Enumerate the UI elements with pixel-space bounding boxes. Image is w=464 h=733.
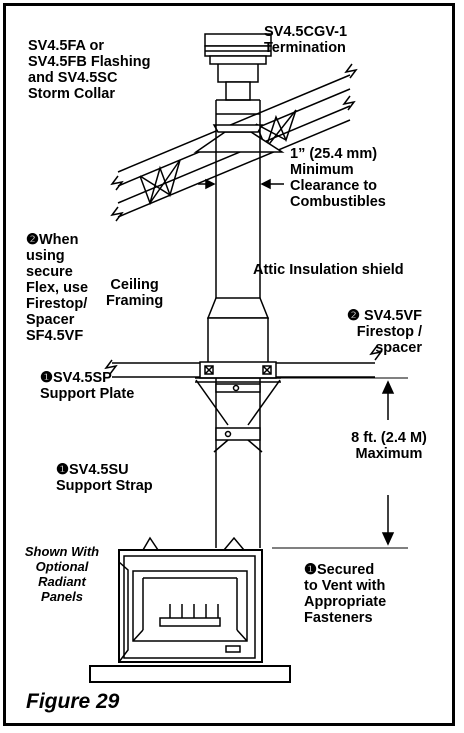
height-dimension [272,377,408,549]
firestop-spacer [195,377,281,383]
hearth-base [89,665,291,683]
attic-shield-label: Attic Insulation shield [253,262,404,278]
termination-label: SV4.5CGV-1 Termination [264,24,348,56]
clearance-label: 1” (25.4 mm) Minimum Clearance to Combus… [290,146,386,210]
max-height-label: 8 ft. (2.4 M) Maximum [351,430,427,462]
secured-label: ❶Secured to Vent with Appropriate Fasten… [304,562,387,626]
clearance-dimension [198,178,284,190]
firestop-note-label: ❷When using secure Flex, use Firestop/ S… [26,232,89,344]
flashing-label: SV4.5FA or SV4.5FB Flashing and SV4.5SC … [28,38,151,102]
optional-panels-label: Shown With Optional Radiant Panels [24,544,100,604]
ceiling-joists [104,345,383,379]
support-strap [213,427,263,453]
support-plate [195,379,281,426]
diagram-frame [3,3,455,726]
attic-insulation-shield [206,297,270,364]
figure-caption: Figure 29 [26,690,120,713]
firestop-spacer-label: ❷ SV4.5VF Firestop / spacer [346,308,422,356]
fireplace [118,536,263,663]
support-plate-label: ❶SV4.5SP Support Plate [40,370,135,402]
termination-cap [204,33,272,65]
ceiling-framing-label: Ceiling Framing [106,277,164,309]
support-strap-label: ❶SV4.5SU Support Strap [56,462,153,494]
